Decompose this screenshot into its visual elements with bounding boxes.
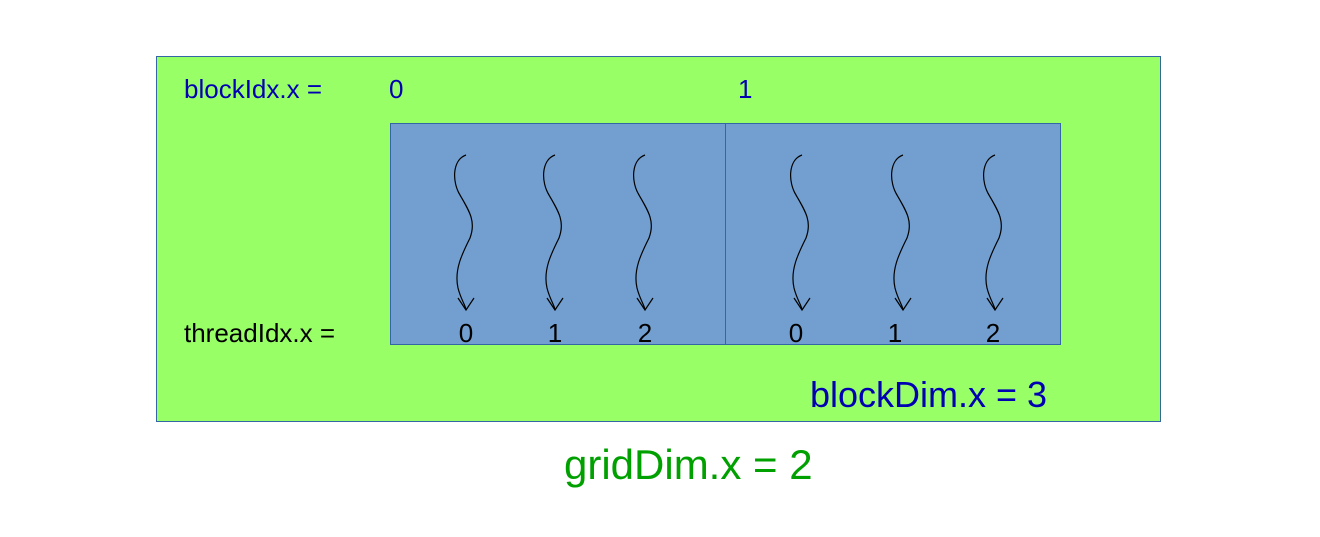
thread-index-b0-t0: 0: [458, 318, 474, 348]
thread-index-b1-t0: 0: [788, 318, 804, 348]
threadidx-label: threadIdx.x =: [184, 318, 336, 348]
thread-index-b0-t2: 2: [637, 318, 653, 348]
thread-block-1: [725, 123, 1061, 345]
thread-index-b0-t1: 1: [547, 318, 563, 348]
thread-block-0: [390, 123, 726, 345]
block-index-1: 1: [738, 74, 753, 104]
blockidx-label: blockIdx.x =: [184, 74, 323, 104]
griddim-label: gridDim.x = 2: [564, 441, 813, 488]
block-index-0: 0: [389, 74, 404, 104]
blockdim-label: blockDim.x = 3: [810, 374, 1048, 415]
thread-index-b1-t1: 1: [887, 318, 903, 348]
thread-index-b1-t2: 2: [985, 318, 1001, 348]
